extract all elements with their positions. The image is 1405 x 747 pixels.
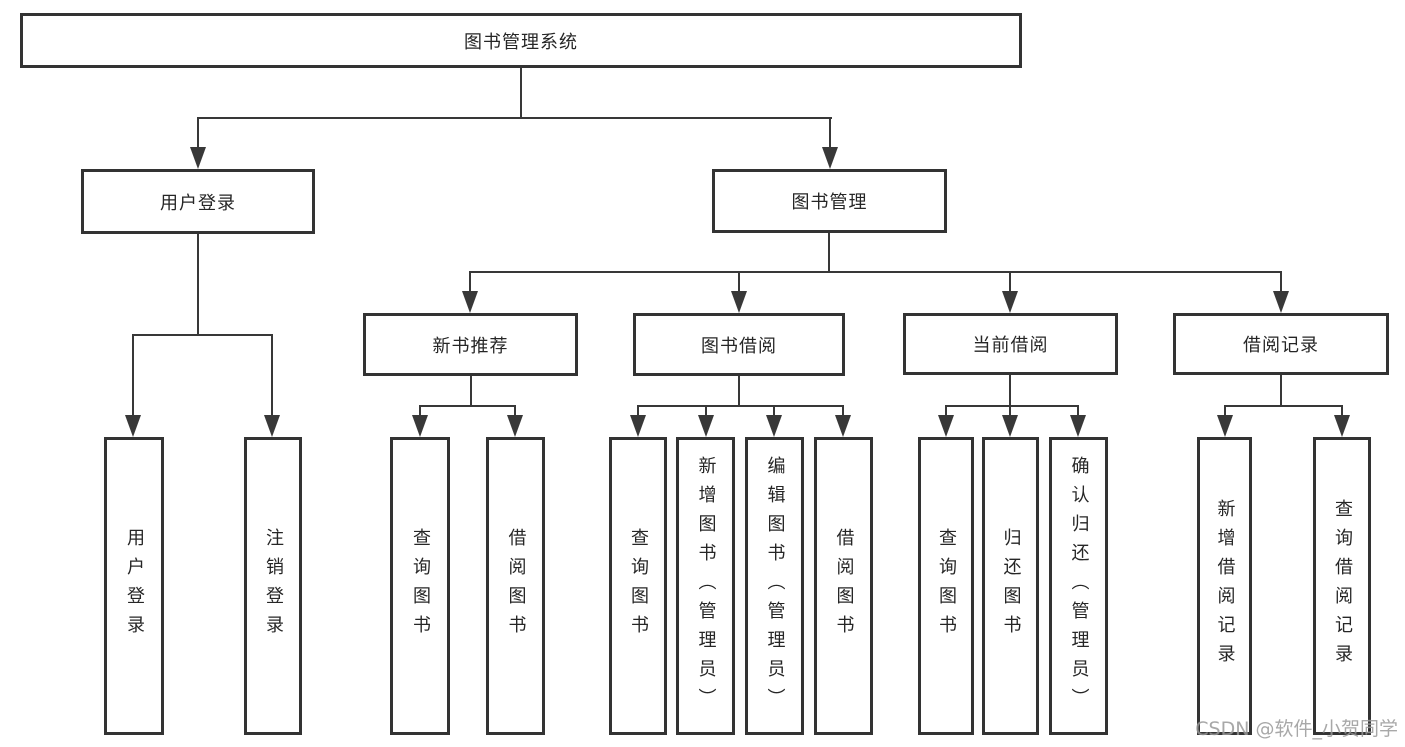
connector-line <box>469 271 1282 273</box>
connector-line <box>1009 405 1011 417</box>
node-leaf-cb-confirm-return-label: 确认归还（管理员） <box>1068 455 1090 717</box>
node-leaf-logout: 注销登录 <box>244 437 302 735</box>
node-leaf-cb-return-books: 归还图书 <box>982 437 1039 735</box>
arrow-down-icon <box>264 415 280 437</box>
arrow-down-icon <box>125 415 141 437</box>
connector-line <box>829 117 831 149</box>
node-root: 图书管理系统 <box>20 13 1022 68</box>
arrow-down-icon <box>731 291 747 313</box>
node-borrow-records: 借阅记录 <box>1173 313 1389 375</box>
connector-line <box>470 376 472 407</box>
node-leaf-br-add-record-label: 新增借阅记录 <box>1214 499 1236 673</box>
node-book-mgmt: 图书管理 <box>712 169 947 233</box>
connector-line <box>132 334 134 417</box>
node-leaf-bb-query-books: 查询图书 <box>609 437 667 735</box>
connector-line <box>1224 405 1226 417</box>
connector-line <box>1009 375 1011 407</box>
connector-line <box>1077 405 1079 417</box>
connector-line <box>197 117 199 149</box>
connector-line <box>945 405 1079 407</box>
arrow-down-icon <box>507 415 523 437</box>
connector-line <box>1341 405 1343 417</box>
arrow-down-icon <box>938 415 954 437</box>
connector-line <box>705 405 707 417</box>
node-new-book-rec-label: 新书推荐 <box>432 335 509 357</box>
arrow-down-icon <box>1002 291 1018 313</box>
node-leaf-cb-query-books-label: 查询图书 <box>936 528 957 644</box>
node-root-label: 图书管理系统 <box>464 31 578 53</box>
node-leaf-cb-query-books: 查询图书 <box>918 437 974 735</box>
node-leaf-user-login-label: 用户登录 <box>124 528 145 644</box>
connector-line <box>637 405 639 417</box>
node-leaf-bb-edit-books: 编辑图书（管理员） <box>745 437 804 735</box>
connector-line <box>271 334 273 417</box>
node-leaf-bb-add-books-label: 新增图书（管理员） <box>695 455 717 717</box>
connector-line <box>945 405 947 417</box>
node-leaf-bb-add-books: 新增图书（管理员） <box>676 437 735 735</box>
node-new-book-rec: 新书推荐 <box>363 313 578 376</box>
node-leaf-rec-borrow-books-label: 借阅图书 <box>505 528 527 644</box>
node-leaf-logout-label: 注销登录 <box>263 528 284 644</box>
node-leaf-bb-query-books-label: 查询图书 <box>628 528 649 644</box>
connector-line <box>197 234 199 336</box>
node-leaf-rec-query-books-label: 查询图书 <box>410 528 431 644</box>
node-leaf-br-query-record-label: 查询借阅记录 <box>1332 499 1353 673</box>
connector-line <box>197 117 832 119</box>
connector-line <box>514 405 516 417</box>
arrow-down-icon <box>630 415 646 437</box>
connector-line <box>738 376 740 407</box>
connector-line <box>773 405 775 417</box>
node-book-borrow: 图书借阅 <box>633 313 845 376</box>
arrow-down-icon <box>766 415 782 437</box>
node-borrow-records-label: 借阅记录 <box>1243 335 1319 356</box>
connector-line <box>1280 375 1282 407</box>
node-leaf-br-add-record: 新增借阅记录 <box>1197 437 1252 735</box>
arrow-down-icon <box>1217 415 1233 437</box>
node-leaf-cb-return-books-label: 归还图书 <box>1000 528 1022 644</box>
node-leaf-bb-borrow-books-label: 借阅图书 <box>833 528 855 644</box>
connector-line <box>520 68 522 118</box>
node-leaf-user-login: 用户登录 <box>104 437 164 735</box>
arrow-down-icon <box>1273 291 1289 313</box>
node-book-borrow-label: 图书借阅 <box>701 335 777 357</box>
node-leaf-bb-borrow-books: 借阅图书 <box>814 437 873 735</box>
node-leaf-rec-borrow-books: 借阅图书 <box>486 437 545 735</box>
connector-line <box>828 233 830 273</box>
arrow-down-icon <box>822 147 838 169</box>
arrow-down-icon <box>698 415 714 437</box>
connector-line <box>469 271 471 293</box>
connector-line <box>1009 271 1011 293</box>
node-book-mgmt-label: 图书管理 <box>791 192 868 213</box>
node-leaf-br-query-record: 查询借阅记录 <box>1313 437 1371 735</box>
arrow-down-icon <box>1334 415 1350 437</box>
connector-line <box>738 271 740 293</box>
node-leaf-cb-confirm-return: 确认归还（管理员） <box>1049 437 1108 735</box>
node-current-borrow: 当前借阅 <box>903 313 1118 375</box>
connector-line <box>419 405 421 417</box>
node-leaf-rec-query-books: 查询图书 <box>390 437 450 735</box>
connector-line <box>637 405 843 407</box>
arrow-down-icon <box>462 291 478 313</box>
arrow-down-icon <box>190 147 206 169</box>
connector-line <box>132 334 273 336</box>
arrow-down-icon <box>1002 415 1018 437</box>
connector-line <box>1280 271 1282 293</box>
connector-line <box>842 405 844 417</box>
node-user-login-label: 用户登录 <box>160 192 236 214</box>
node-user-login: 用户登录 <box>81 169 315 234</box>
arrow-down-icon <box>835 415 851 437</box>
node-leaf-bb-edit-books-label: 编辑图书（管理员） <box>764 455 786 717</box>
node-current-borrow-label: 当前借阅 <box>972 335 1049 356</box>
csdn-watermark: CSDN @软件_小贺同学 <box>1195 718 1398 740</box>
connector-line <box>1224 405 1343 407</box>
arrow-down-icon <box>1070 415 1086 437</box>
arrow-down-icon <box>412 415 428 437</box>
connector-line <box>419 405 516 407</box>
